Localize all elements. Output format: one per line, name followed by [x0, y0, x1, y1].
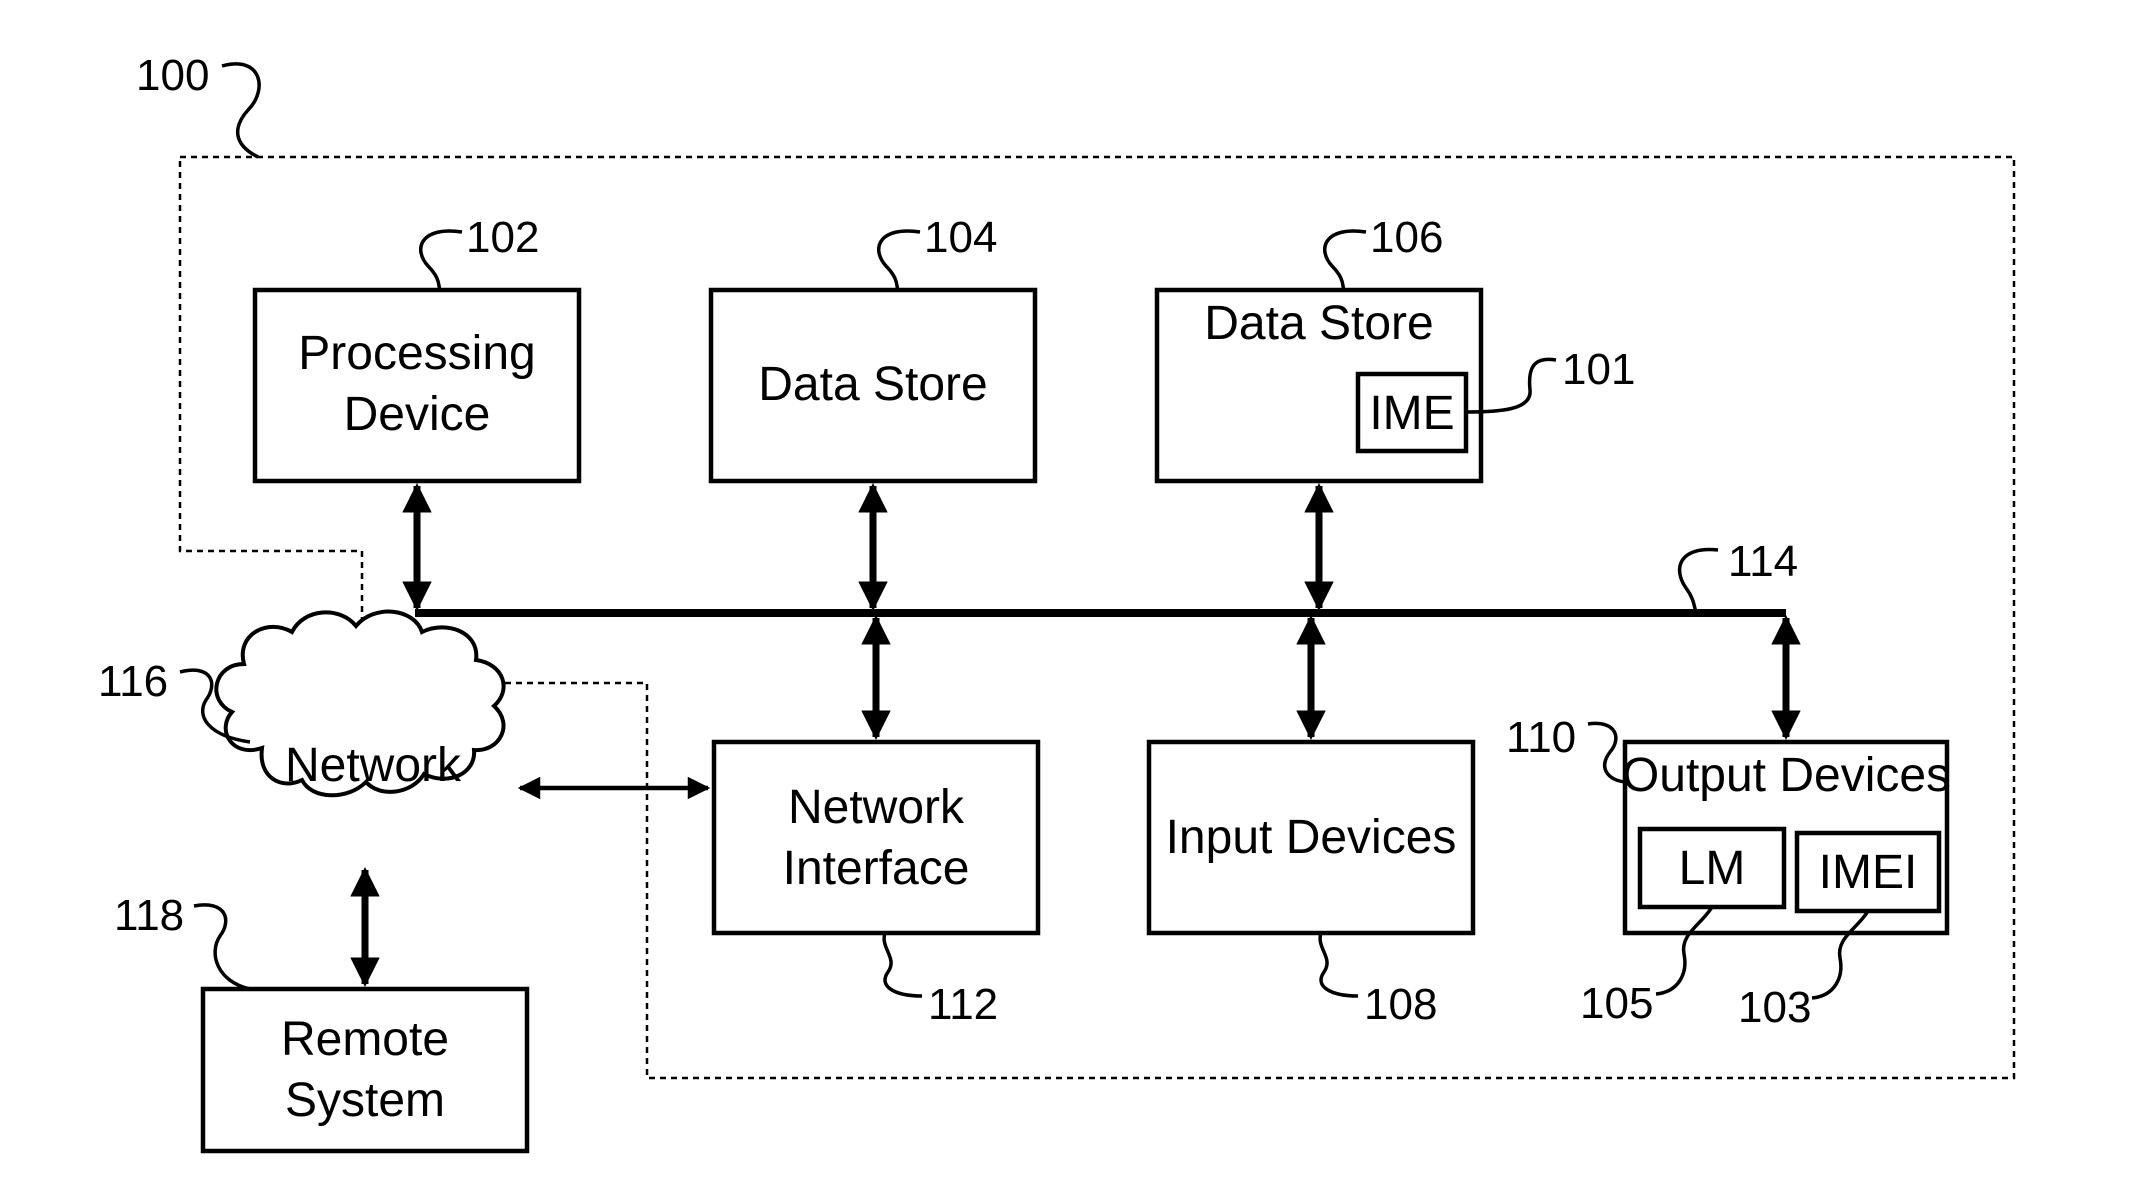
remote-system-label-line1: Remote: [281, 1013, 449, 1066]
output-devices-block: Output Devices 110 LM IMEI 105 103: [1506, 713, 1950, 1032]
remote-system-block: Remote System 118: [114, 891, 527, 1151]
system-ref-label: 100: [136, 51, 209, 100]
network-interface-block: Network Interface 112: [714, 742, 1038, 1029]
ime-ref: 101: [1562, 345, 1635, 394]
network-interface-label-line2: Interface: [783, 842, 970, 895]
imei-label: IMEI: [1819, 846, 1918, 899]
processing-device-label-line2: Device: [344, 388, 491, 441]
input-devices-ref: 108: [1364, 980, 1437, 1029]
data-store-106-label: Data Store: [1204, 297, 1433, 350]
network-ref: 116: [98, 657, 168, 706]
processing-device-label-line1: Processing: [298, 327, 535, 380]
data-store-106-ref: 106: [1370, 213, 1443, 262]
processing-device-block: Processing Device 102: [255, 213, 579, 481]
bus-ref-leader: [1680, 550, 1718, 613]
data-store-106-block: Data Store 106 IME 101: [1157, 213, 1635, 481]
input-devices-label: Input Devices: [1166, 811, 1457, 864]
network-cloud: Network 116: [98, 612, 504, 796]
lm-label: LM: [1679, 842, 1746, 895]
data-store-104-label: Data Store: [758, 358, 987, 411]
network-label: Network: [285, 739, 462, 792]
output-devices-label: Output Devices: [1622, 749, 1950, 802]
network-interface-ref: 112: [928, 980, 998, 1029]
output-devices-ref: 110: [1506, 713, 1576, 762]
data-store-104-ref: 104: [924, 213, 997, 262]
ime-label: IME: [1369, 387, 1454, 440]
remote-system-ref: 118: [114, 891, 184, 940]
lm-ref: 105: [1580, 979, 1653, 1028]
data-store-104-block: Data Store 104: [711, 213, 1035, 481]
system-ref-leader: [222, 64, 259, 157]
network-interface-label-line1: Network: [788, 781, 965, 834]
remote-system-label-line2: System: [285, 1074, 445, 1127]
input-devices-block: Input Devices 108: [1149, 742, 1473, 1029]
imei-ref: 103: [1738, 983, 1811, 1032]
bus-ref-label: 114: [1728, 537, 1798, 586]
processing-device-ref: 102: [466, 213, 539, 262]
